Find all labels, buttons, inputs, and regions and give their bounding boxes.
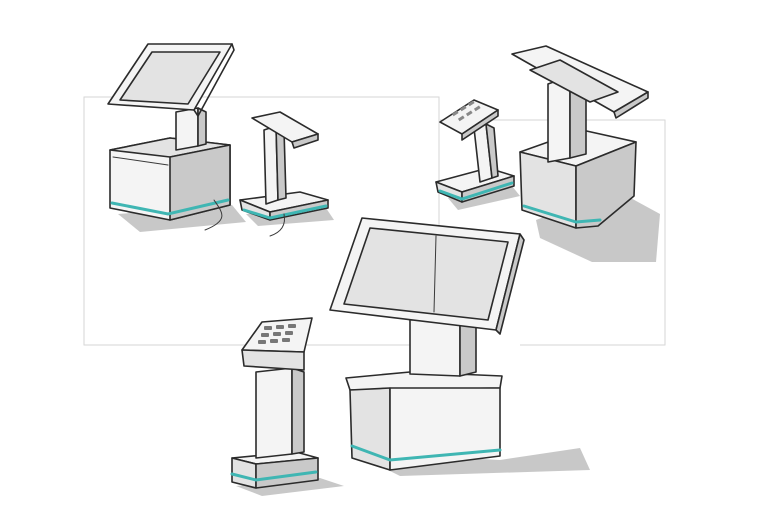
head-edge <box>291 133 319 149</box>
screen-edge <box>495 233 525 335</box>
screen-display <box>343 227 509 321</box>
keypad-keys <box>451 100 481 122</box>
base-accent-strip <box>350 444 502 462</box>
kiosk-keypad-pedestal-bottom-left <box>230 317 344 496</box>
column <box>255 367 293 459</box>
floor-shadow <box>352 448 590 476</box>
keypad-keys <box>258 324 296 344</box>
screen-edge <box>193 43 235 117</box>
column-side <box>197 107 207 147</box>
base-accent-strip <box>230 470 318 482</box>
screen-edge <box>613 91 649 119</box>
base-accent-strip <box>242 204 328 220</box>
kiosk-large-touchscreen-top-left <box>107 43 246 232</box>
column-side <box>291 367 305 455</box>
base-top <box>345 371 503 391</box>
base-front <box>231 457 257 489</box>
base-seam <box>112 156 169 166</box>
cable <box>269 213 285 237</box>
cable <box>204 199 223 231</box>
base-accent-strip <box>110 198 230 216</box>
kiosk-large-touchscreen-center <box>329 217 590 476</box>
kiosk-large-back-view-top-right <box>511 45 660 262</box>
screen-display <box>119 51 221 105</box>
floor-shadow <box>448 186 520 210</box>
base-accent-strip <box>522 204 602 224</box>
screen-hinge-line <box>433 235 437 313</box>
base-side <box>575 141 637 229</box>
kiosk-small-angled-top-center <box>239 111 334 237</box>
column <box>175 107 199 151</box>
keypad-head-front <box>241 349 305 371</box>
keypad-head-edge <box>461 109 499 141</box>
screen-mount-plate <box>529 59 619 103</box>
base-front <box>389 387 501 471</box>
base-front <box>519 151 577 229</box>
floor-shadow <box>236 478 344 496</box>
base-accent-strip <box>438 181 514 201</box>
column-side <box>485 123 499 179</box>
kiosk-keypad-top-right-small <box>435 99 520 210</box>
